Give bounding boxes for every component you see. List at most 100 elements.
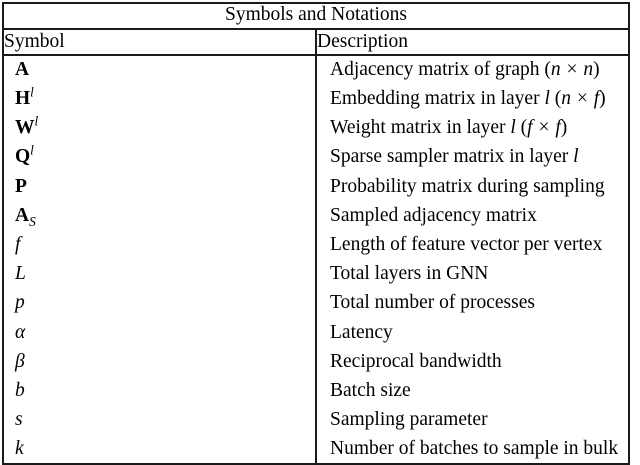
- cell-description: Number of batches to sample in bulk: [315, 434, 629, 464]
- description-text: Batch size: [330, 380, 411, 401]
- symbol-base: P: [15, 175, 27, 197]
- symbol-base: H: [15, 88, 31, 110]
- symbol-base: L: [15, 263, 26, 285]
- table-title: Symbols and Notations: [3, 3, 629, 30]
- cell-symbol: b: [3, 376, 316, 405]
- cell-description: Probability matrix during sampling: [315, 171, 629, 201]
- table-row: p Total number of processes: [3, 288, 629, 318]
- description-prefix: Sampling parameter: [330, 409, 488, 431]
- cell-symbol: Hl: [3, 84, 316, 113]
- symbol-math: Hl: [15, 84, 34, 110]
- symbol-math: f: [15, 234, 20, 255]
- description-text: Adjacency matrix of graph (n × n): [330, 59, 600, 80]
- description-math: l (f × f): [510, 117, 568, 139]
- description-prefix: Batch size: [330, 379, 411, 401]
- description-prefix: Reciprocal bandwidth: [330, 350, 502, 372]
- table-body: Symbols and Notations Symbol Description…: [3, 3, 629, 464]
- description-prefix: Total layers in GNN: [330, 263, 489, 285]
- cell-description: Sampled adjacency matrix: [315, 200, 629, 231]
- description-text: Weight matrix in layer l (f × f): [330, 117, 567, 138]
- description-prefix: Probability matrix during sampling: [330, 175, 605, 197]
- description-prefix: Total number of processes: [330, 292, 535, 314]
- description-text: Reciprocal bandwidth: [330, 351, 502, 372]
- cell-description: Weight matrix in layer l (f × f): [315, 113, 629, 143]
- table-row: P Probability matrix during sampling: [3, 171, 629, 201]
- symbol-math: Wl: [15, 113, 39, 139]
- cell-description: Total layers in GNN: [315, 259, 629, 289]
- description-math: l: [573, 146, 579, 168]
- symbol-math: α: [15, 322, 25, 343]
- description-text: Sparse sampler matrix in layer l: [330, 146, 579, 167]
- symbol-base: β: [15, 350, 25, 372]
- description-text: Sampled adjacency matrix: [330, 205, 537, 226]
- symbol-superscript: l: [30, 142, 34, 158]
- symbol-base: p: [15, 292, 25, 314]
- symbol-subscript: S: [29, 213, 36, 229]
- description-text: Sampling parameter: [330, 409, 488, 430]
- table-row: α Latency: [3, 317, 629, 347]
- symbol-math: b: [15, 380, 25, 401]
- table-row: L Total layers in GNN: [3, 259, 629, 289]
- symbol-math: P: [15, 176, 27, 197]
- description-math: (n × n): [544, 59, 600, 81]
- cell-symbol: p: [3, 289, 316, 318]
- symbol-base: A: [15, 204, 30, 226]
- cell-symbol: Ql: [3, 143, 316, 172]
- description-text: Length of feature vector per vertex: [330, 234, 602, 255]
- symbol-math: s: [15, 409, 23, 430]
- description-prefix: Length of feature vector per vertex: [330, 233, 603, 255]
- cell-symbol: β: [3, 347, 316, 376]
- description-text: Total layers in GNN: [330, 263, 488, 284]
- table-row: f Length of feature vector per vertex: [3, 230, 629, 260]
- symbol-base: W: [15, 117, 35, 139]
- cell-description: Sampling parameter: [315, 405, 629, 435]
- cell-symbol: s: [3, 405, 316, 434]
- table-row: β Reciprocal bandwidth: [3, 346, 629, 377]
- description-text: Latency: [330, 322, 393, 343]
- symbol-math: k: [15, 438, 24, 459]
- description-text: Embedding matrix in layer l (n × f): [330, 88, 606, 109]
- symbol-math: β: [15, 351, 25, 372]
- description-prefix: Number of batches to sample in bulk: [330, 437, 619, 459]
- symbol-math: A: [15, 59, 29, 80]
- cell-symbol: P: [3, 172, 316, 201]
- description-text: Probability matrix during sampling: [330, 176, 605, 197]
- cell-symbol: α: [3, 318, 316, 347]
- description-prefix: Weight matrix in layer: [330, 117, 506, 139]
- symbol-math: Ql: [15, 142, 34, 168]
- symbol-superscript: l: [30, 84, 34, 100]
- column-header-symbol: Symbol: [3, 29, 316, 56]
- symbol-math: AS: [15, 204, 36, 229]
- symbol-superscript: l: [34, 113, 39, 129]
- description-text: Number of batches to sample in bulk: [330, 438, 618, 459]
- cell-description: Reciprocal bandwidth: [315, 346, 629, 377]
- cell-symbol: k: [3, 434, 316, 463]
- column-header-description: Description: [315, 29, 629, 56]
- cell-description: Batch size: [315, 376, 629, 406]
- symbol-base: s: [15, 409, 23, 431]
- description-prefix: Sampled adjacency matrix: [330, 204, 537, 226]
- cell-description: Adjacency matrix of graph (n × n): [315, 55, 629, 85]
- symbols-table-container: Symbols and Notations Symbol Description…: [2, 2, 630, 465]
- symbol-base: f: [15, 233, 21, 255]
- table-row: Wl Weight matrix in layer l (f × f): [3, 113, 629, 143]
- table-row: s Sampling parameter: [3, 405, 629, 435]
- symbol-math: L: [15, 263, 26, 284]
- description-prefix: Adjacency matrix of graph: [330, 59, 540, 81]
- symbols-and-notations-table: Symbols and Notations Symbol Description…: [2, 2, 630, 465]
- cell-description: Embedding matrix in layer l (n × f): [315, 84, 629, 114]
- cell-description: Total number of processes: [315, 288, 629, 318]
- symbol-base: α: [15, 321, 26, 343]
- cell-description: Sparse sampler matrix in layer l: [315, 142, 629, 172]
- cell-description: Latency: [315, 317, 629, 347]
- description-prefix: Embedding matrix in layer: [330, 88, 540, 110]
- table-row: Hl Embedding matrix in layer l (n × f): [3, 84, 629, 114]
- description-math: l (n × f): [544, 88, 606, 110]
- table-header-row: Symbol Description: [3, 29, 629, 56]
- symbol-base: k: [15, 437, 24, 459]
- table-row: b Batch size: [3, 376, 629, 406]
- symbol-base: Q: [15, 146, 31, 168]
- cell-description: Length of feature vector per vertex: [315, 230, 629, 260]
- description-prefix: Latency: [330, 321, 393, 343]
